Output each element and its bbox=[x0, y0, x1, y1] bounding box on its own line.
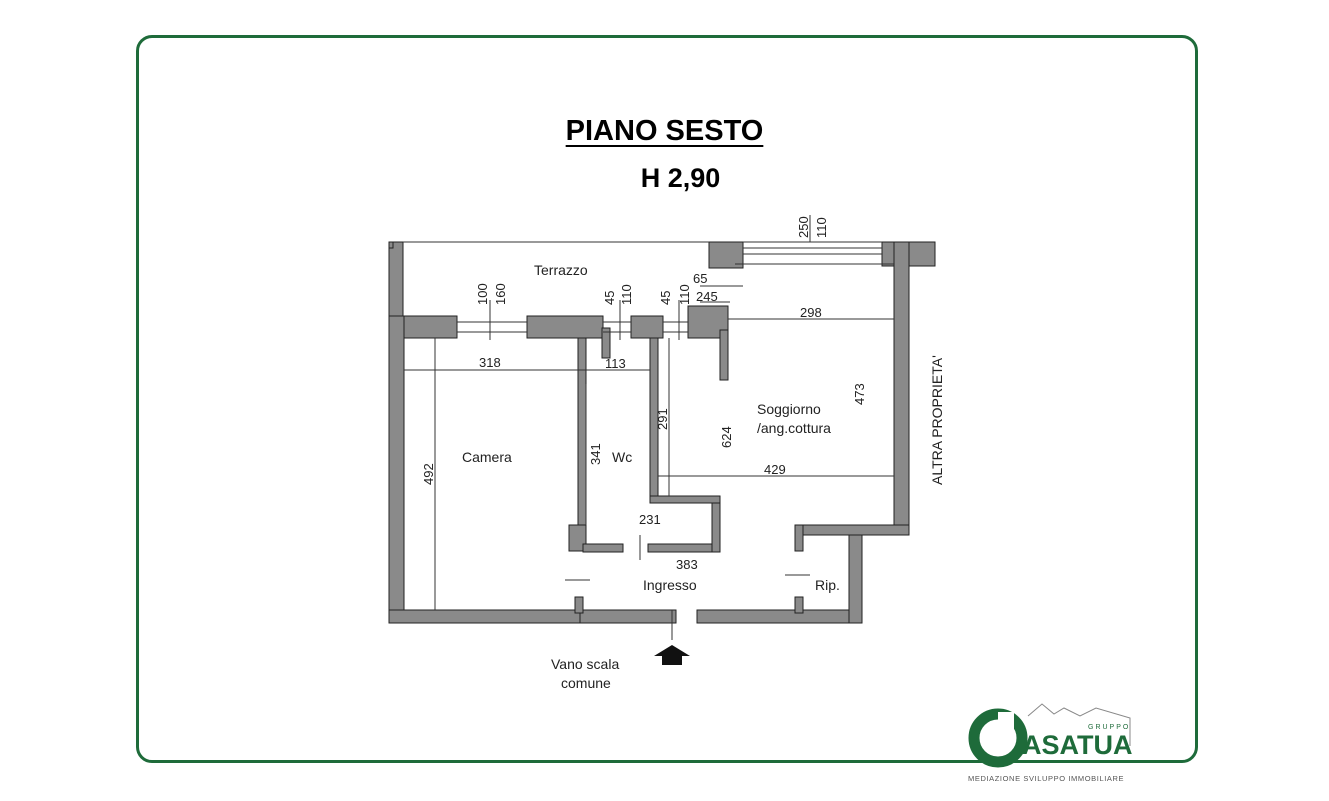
room-wc: Wc bbox=[612, 449, 632, 465]
room-soggiorno-sub: /ang.cottura bbox=[757, 420, 831, 436]
wall-ingresso-right bbox=[711, 496, 721, 553]
wall-north-c bbox=[630, 315, 664, 339]
dim-110-a: 110 bbox=[619, 284, 634, 305]
company-logo: GRUPPO ASATUA MEDIAZIONE SVILUPPO IMMOBI… bbox=[968, 703, 1133, 783]
page-frame bbox=[136, 35, 1198, 763]
wall-camera-wc-low bbox=[568, 524, 587, 552]
wall-rip-left bbox=[794, 524, 804, 552]
dim-473: 473 bbox=[852, 383, 867, 405]
dim-492: 492 bbox=[421, 463, 436, 485]
dim-318: 318 bbox=[479, 355, 501, 370]
wall-bottom-right bbox=[696, 609, 863, 624]
dim-291: 291 bbox=[655, 408, 670, 430]
room-ripostiglio: Rip. bbox=[815, 577, 840, 593]
wall-terrazzo-top bbox=[388, 241, 394, 249]
wall-pillar-low bbox=[601, 327, 611, 359]
wall-left-outer bbox=[388, 315, 405, 624]
dim-65: 65 bbox=[693, 271, 707, 286]
room-ingresso: Ingresso bbox=[643, 577, 697, 593]
dim-231: 231 bbox=[639, 512, 661, 527]
wall-rip-left-low bbox=[794, 596, 804, 614]
room-terrazzo: Terrazzo bbox=[534, 262, 588, 278]
wall-rip-right bbox=[848, 530, 863, 624]
wall-soggiorno-ingresso bbox=[649, 495, 721, 504]
dim-341: 341 bbox=[588, 443, 603, 465]
dim-245: 245 bbox=[696, 289, 718, 304]
room-camera: Camera bbox=[462, 449, 512, 465]
label-vano-scala: Vano scala bbox=[551, 656, 619, 672]
dim-429: 429 bbox=[764, 462, 786, 477]
wall-north-b bbox=[526, 315, 604, 339]
wall-kitchen-stub bbox=[719, 329, 729, 381]
dim-45-a: 45 bbox=[602, 291, 617, 305]
dim-113: 113 bbox=[605, 356, 626, 371]
wall-wc-bottom bbox=[582, 543, 624, 553]
room-soggiorno: Soggiorno bbox=[757, 401, 821, 417]
walls bbox=[388, 241, 936, 624]
wall-right-outer bbox=[893, 241, 910, 531]
dim-110-top: 110 bbox=[814, 217, 829, 238]
dim-45-b: 45 bbox=[658, 291, 673, 305]
wall-bottom-mid bbox=[579, 609, 677, 624]
dim-383: 383 bbox=[676, 557, 698, 572]
entrance-arrow-icon bbox=[654, 645, 690, 665]
wall-bottom-left bbox=[388, 609, 581, 624]
wall-ingresso-top bbox=[647, 543, 721, 553]
dim-160: 160 bbox=[493, 283, 508, 305]
label-altra-proprieta: ALTRA PROPRIETA' bbox=[929, 355, 945, 485]
windows-lines bbox=[403, 215, 894, 640]
dim-298: 298 bbox=[800, 305, 822, 320]
wall-soggiorno-bottom bbox=[794, 524, 910, 536]
ceiling-height: H 2,90 bbox=[640, 163, 721, 193]
dim-110-b: 110 bbox=[677, 284, 692, 305]
logo-tagline: MEDIAZIONE SVILUPPO IMMOBILIARE bbox=[968, 774, 1124, 783]
dim-100: 100 bbox=[475, 283, 490, 305]
logo-brand: ASATUA bbox=[1022, 730, 1133, 760]
dim-624: 624 bbox=[719, 426, 734, 448]
wall-camera-low bbox=[574, 596, 584, 614]
logo-group: GRUPPO bbox=[1088, 724, 1130, 731]
page-title: PIANO SESTO bbox=[565, 115, 764, 147]
dim-250: 250 bbox=[796, 216, 811, 238]
label-vano-scala-sub: comune bbox=[561, 675, 611, 691]
wall-camera-wc bbox=[577, 337, 587, 527]
